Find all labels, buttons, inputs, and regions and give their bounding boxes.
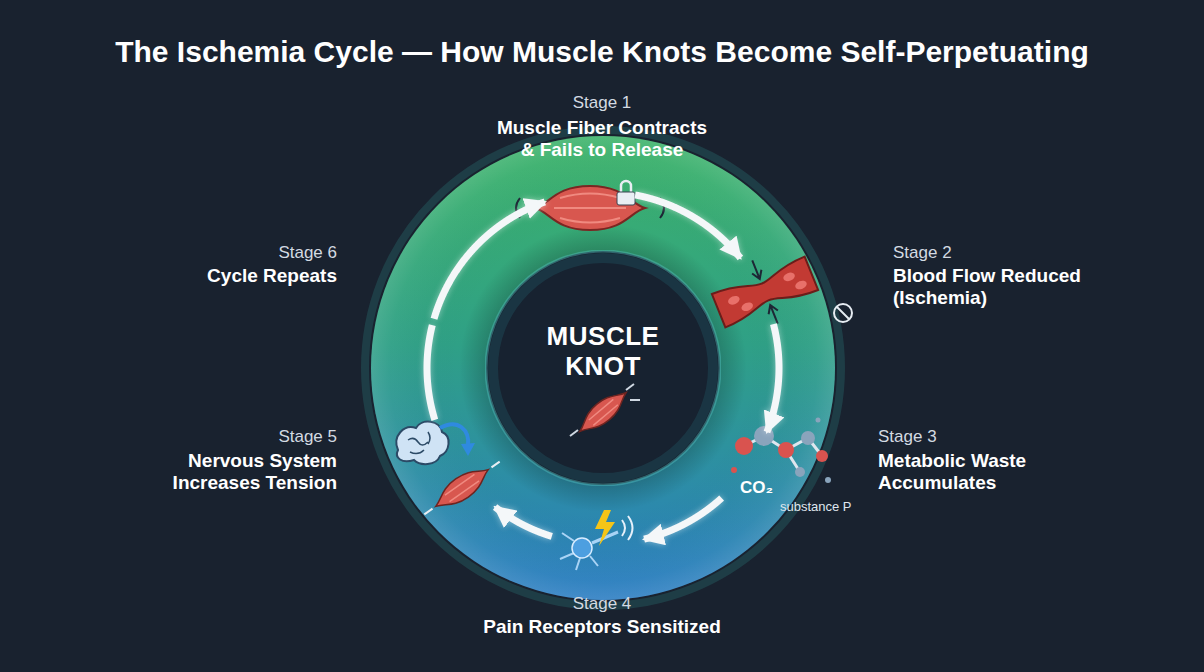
brain-muscle-icon-part-part	[424, 462, 499, 515]
cycle-ring	[365, 130, 841, 606]
molecule-icon-part	[801, 431, 815, 445]
vessel-icon-part-part	[782, 271, 796, 283]
stage-description: Cycle Repeats	[137, 265, 337, 287]
neuron-icon-part	[560, 533, 598, 570]
stage-number: Stage 2	[893, 242, 1098, 264]
stage-description: Nervous System Increases Tension	[137, 450, 337, 494]
brain-muscle-icon-part-part	[429, 461, 494, 516]
molecule-icon-part	[754, 426, 774, 446]
circle-shape	[486, 251, 720, 485]
stage-node: Stage 6Cycle Repeats	[430, 319, 436, 325]
stage-description: Muscle Fiber Contracts & Fails to Releas…	[492, 117, 712, 161]
stage-number: Stage 1	[492, 92, 712, 114]
muscle-lock-icon	[516, 181, 664, 230]
center-label: MUSCLE KNOT	[543, 321, 663, 381]
stage-number: Stage 5	[137, 426, 337, 448]
stage-description: Metabolic Waste Accumulates	[878, 450, 1053, 494]
cycle-arrow	[427, 325, 435, 420]
neuron-icon-part	[595, 510, 615, 546]
molecule-icon-part	[816, 450, 828, 462]
molecule-icon-part	[795, 467, 805, 477]
molecule-icon-part	[778, 442, 794, 458]
cycle-arrow	[644, 498, 722, 539]
stage-description: Pain Receptors Sensitized	[442, 616, 762, 638]
stage-node: Stage 4Pain Receptors Sensitized	[552, 508, 644, 568]
muscle-lock-icon-part	[617, 192, 635, 205]
molecule-icon-part	[816, 418, 821, 423]
diagram-title: The Ischemia Cycle — How Muscle Knots Be…	[0, 35, 1204, 69]
stage-node: Stage 5Nervous System Increases Tension	[395, 420, 495, 510]
cycle-arrow	[495, 507, 552, 536]
muscle-lock-icon-part	[535, 186, 645, 230]
center-circle: MUSCLE KNOT	[485, 250, 721, 486]
brain-muscle-icon-part	[408, 432, 430, 454]
molecule-icon-part	[825, 477, 831, 483]
neuron-icon-part	[622, 516, 633, 540]
vessel-icon-part	[834, 304, 852, 322]
stage-node: Stage 1Muscle Fiber Contracts & Fails to…	[545, 182, 635, 236]
cycle-ring-part	[371, 136, 835, 600]
vessel-icon-part-part	[712, 257, 818, 328]
cycle-arrow	[767, 324, 779, 432]
stage-number: Stage 6	[137, 242, 337, 264]
chemical-formula: CO₂	[740, 478, 773, 498]
vessel-icon-part-part	[727, 294, 741, 306]
molecule-icon-part	[731, 467, 737, 473]
brain-muscle-icon-part	[461, 443, 475, 456]
brain-muscle-icon-part	[440, 424, 468, 446]
brain-muscle-icon-part-part	[445, 474, 479, 501]
vessel-icon-part-part	[748, 259, 783, 326]
neuron-icon	[560, 510, 633, 570]
muscle-lock-icon-part	[554, 194, 626, 223]
vessel-icon-part	[706, 242, 824, 343]
muscle-lock-icon-part	[516, 198, 520, 218]
stage-number: Stage 3	[878, 426, 1053, 448]
muscle-lock-icon-part	[621, 181, 631, 192]
stage-node: Stage 2Blood Flow Reduced (Ischemia)	[722, 258, 808, 324]
molecule-icon-part	[735, 437, 753, 455]
cycle-arrow	[434, 202, 545, 319]
vessel-icon-part-part	[794, 279, 808, 291]
neuron-icon-part	[572, 538, 592, 558]
chemical-label: substance P	[780, 499, 852, 514]
muscle-lock-icon-part	[660, 198, 664, 218]
stage-number: Stage 4	[502, 593, 702, 615]
vessel-icon-part	[837, 307, 849, 319]
circle-glow	[493, 258, 713, 478]
molecule-icon	[731, 418, 831, 484]
brain-muscle-icon	[396, 422, 506, 524]
cycle-ring-part	[365, 130, 841, 606]
vessel-icon-part-part	[740, 301, 754, 313]
brain-muscle-icon-part	[418, 453, 506, 524]
stage-description: Blood Flow Reduced (Ischemia)	[893, 265, 1098, 309]
cycle-arrow	[635, 195, 740, 258]
cycle-ring-part	[371, 136, 835, 600]
vessel-icon	[706, 242, 852, 343]
